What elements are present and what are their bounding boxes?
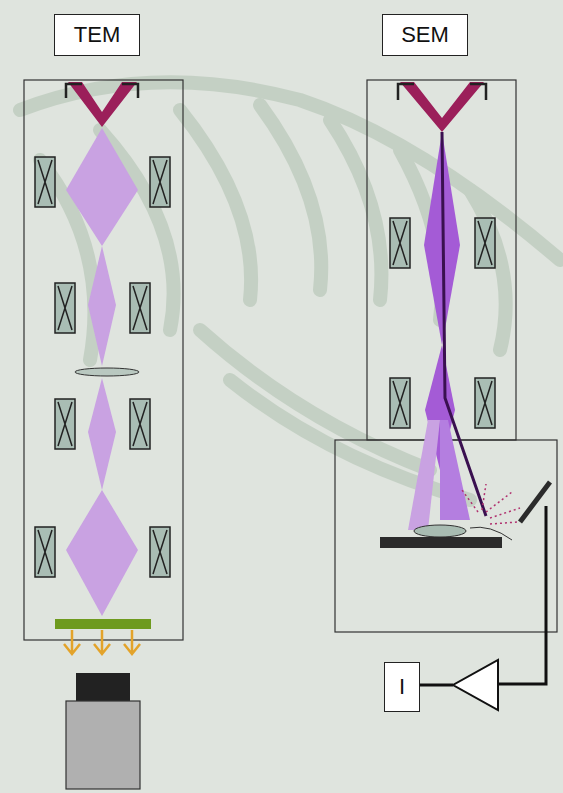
signal-wire bbox=[498, 506, 546, 684]
lens-coils bbox=[390, 218, 495, 428]
specimen-stage bbox=[380, 537, 502, 548]
heading-box: SEM bbox=[382, 14, 468, 56]
fern-watermark bbox=[20, 82, 560, 500]
signal-wire bbox=[420, 684, 453, 687]
node-label: TEM bbox=[74, 22, 120, 48]
fluorescent-screen bbox=[55, 619, 151, 629]
specimen bbox=[75, 368, 139, 376]
heading-box: TEM bbox=[54, 14, 140, 56]
tem-column bbox=[24, 80, 183, 640]
camera-body bbox=[66, 701, 140, 789]
specimen bbox=[414, 525, 466, 537]
electron-beam bbox=[66, 128, 138, 616]
node-label: I bbox=[399, 674, 405, 700]
gun-bracket bbox=[398, 84, 486, 100]
electron-gun bbox=[400, 82, 484, 132]
node-label: SEM bbox=[401, 22, 449, 48]
meter-box: I bbox=[384, 662, 420, 712]
light-arrows bbox=[64, 630, 140, 654]
camera-lens bbox=[76, 673, 130, 701]
lens-coils bbox=[35, 157, 170, 577]
electron-gun bbox=[68, 82, 137, 127]
secondary-electrons bbox=[462, 484, 520, 524]
gun-bracket bbox=[66, 84, 138, 98]
scanning-beam bbox=[408, 132, 486, 530]
amplifier-symbol bbox=[453, 660, 498, 710]
